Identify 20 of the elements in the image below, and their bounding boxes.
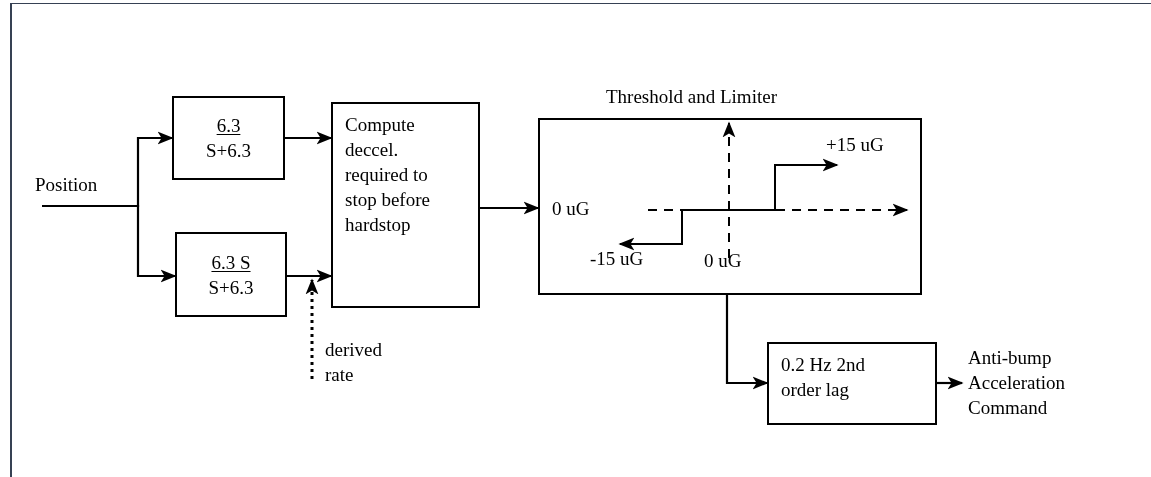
axis-value-label: +15 uG: [826, 133, 884, 157]
transfer-function-box: 6.3 S+6.3: [172, 96, 285, 180]
arrow: [480, 201, 540, 215]
axis-value-label: 0 uG: [552, 197, 590, 221]
arrow: [937, 376, 964, 390]
transfer-function-box: 6.3 S S+6.3: [175, 232, 287, 317]
signal-label: Position: [35, 172, 115, 206]
process-box: [538, 118, 922, 295]
axis-value-label: -15 uG: [590, 247, 644, 271]
arrow: [285, 131, 333, 145]
axis-value-label: 0 uG: [704, 249, 742, 273]
process-box: Compute deccel. required to stop before hardstop: [331, 102, 480, 308]
dashed-arrow: [305, 278, 319, 379]
arrow: [725, 295, 769, 390]
block-title: Threshold and Limiter: [606, 85, 777, 109]
arrow: [287, 269, 333, 283]
arrow: [42, 204, 177, 283]
signal-label: Anti-bump Acceleration Command: [968, 345, 1118, 440]
signal-label: derived rate: [312, 335, 382, 387]
process-box: 0.2 Hz 2nd order lag: [767, 342, 937, 425]
